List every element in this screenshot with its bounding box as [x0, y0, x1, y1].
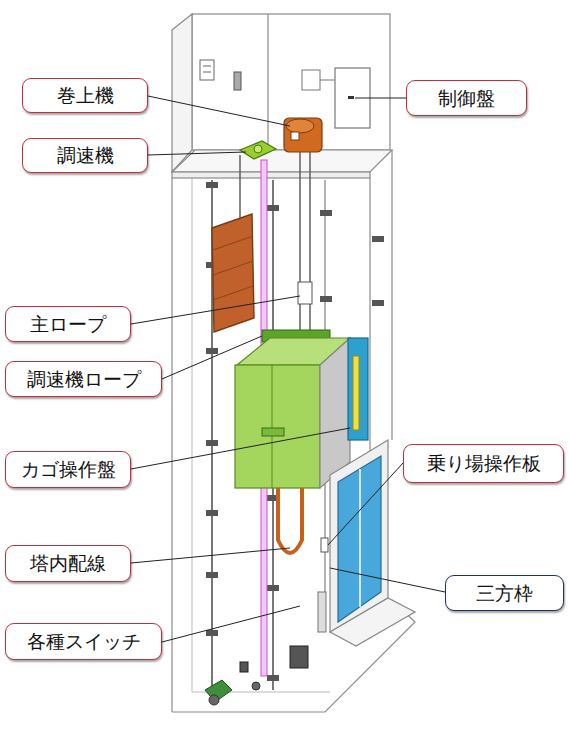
callout-label: 巻上機 [57, 85, 114, 106]
tension-pulley [209, 695, 219, 705]
rail-bracket [320, 210, 332, 216]
callout-label: カゴ操作盤 [21, 459, 116, 480]
panel-wire [320, 80, 335, 81]
rail-bracket [372, 300, 384, 306]
rail-bracket [206, 572, 218, 578]
callout-label: 主ロープ [30, 314, 106, 335]
car-sling [272, 365, 273, 488]
car-bracket [262, 428, 284, 436]
main-rope [309, 152, 310, 338]
rail-bracket [267, 205, 279, 211]
counterweight [212, 214, 254, 332]
hoistway-edge [391, 150, 392, 440]
callout-label: 各種スイッチ [27, 631, 141, 652]
rail-bracket [206, 440, 218, 446]
callout-box: 巻上機 [22, 78, 148, 113]
main-rope [239, 155, 240, 220]
motor-end [286, 119, 314, 133]
callout-label: 三方枠 [476, 583, 533, 604]
motor-plate [291, 132, 299, 140]
counterweight-slat [213, 236, 253, 250]
hoistway-edge [192, 178, 193, 692]
machine-room-wall [192, 14, 390, 150]
window-line [203, 66, 211, 67]
rail-bracket [206, 182, 218, 188]
rail-bracket [206, 630, 218, 636]
floor-slab-edge [172, 172, 370, 178]
leader-line [131, 296, 300, 324]
door-hinge [234, 72, 241, 90]
panel-buttons [353, 356, 359, 430]
door-gap [359, 469, 361, 607]
switch-part [252, 682, 260, 690]
callout-box: 各種スイッチ [5, 623, 162, 660]
counterweight-slat [213, 261, 253, 275]
rail-bracket [267, 585, 279, 591]
window-line [203, 72, 211, 73]
hall-door [338, 456, 381, 622]
leader-line [330, 568, 445, 592]
callout-box: 乗り場操作板 [403, 444, 564, 483]
governor-sheave [254, 145, 262, 153]
main-rope [299, 152, 300, 338]
leader-line [131, 428, 350, 469]
callout-box: 調速機ロープ [5, 361, 162, 397]
leader-line [328, 463, 403, 545]
limit-switch [240, 662, 248, 672]
callout-box: 塔内配線 [5, 545, 131, 582]
leader-line [148, 96, 290, 126]
leader-line [355, 98, 406, 99]
hall-button [321, 538, 328, 552]
callout-label: 乗り場操作板 [427, 453, 541, 474]
rail-bracket [267, 675, 279, 681]
callout-label: 塔内配線 [30, 553, 106, 574]
callout-box: 三方枠 [445, 575, 564, 611]
traveling-cable [278, 488, 302, 553]
car-front [235, 365, 320, 488]
callout-box: カゴ操作盤 [5, 451, 131, 488]
governor [240, 141, 276, 159]
door-sill [330, 598, 415, 646]
machine-room-side-wall [172, 14, 192, 172]
control-panel-mark [348, 96, 354, 99]
pit-post [318, 592, 326, 632]
counterweight-slat [213, 286, 253, 300]
callout-label: 調速機ロープ [27, 369, 141, 390]
leader-line [162, 336, 262, 379]
callout-box: 調速機 [22, 138, 148, 173]
callout-label: 制御盤 [438, 88, 495, 109]
rail-bracket [206, 348, 218, 354]
callout-box: 制御盤 [406, 80, 527, 116]
rail-bracket [320, 296, 332, 302]
rail-bracket [372, 236, 384, 242]
leader-line [162, 606, 300, 642]
leader-line [148, 152, 246, 155]
machine-room-window [200, 60, 214, 80]
traction-machine [284, 118, 322, 152]
junction-box [302, 70, 320, 90]
callout-box: 主ロープ [5, 306, 131, 342]
hoistway-edge [369, 178, 370, 470]
machine-room-partition [267, 14, 268, 150]
rope-hitch [298, 282, 312, 304]
rail-bracket [206, 510, 218, 516]
leader-line [131, 548, 290, 563]
car-operating-panel [348, 338, 368, 440]
hoistway-edge [171, 178, 172, 712]
callout-label: 調速機 [57, 145, 114, 166]
buffer-switch [290, 646, 308, 668]
